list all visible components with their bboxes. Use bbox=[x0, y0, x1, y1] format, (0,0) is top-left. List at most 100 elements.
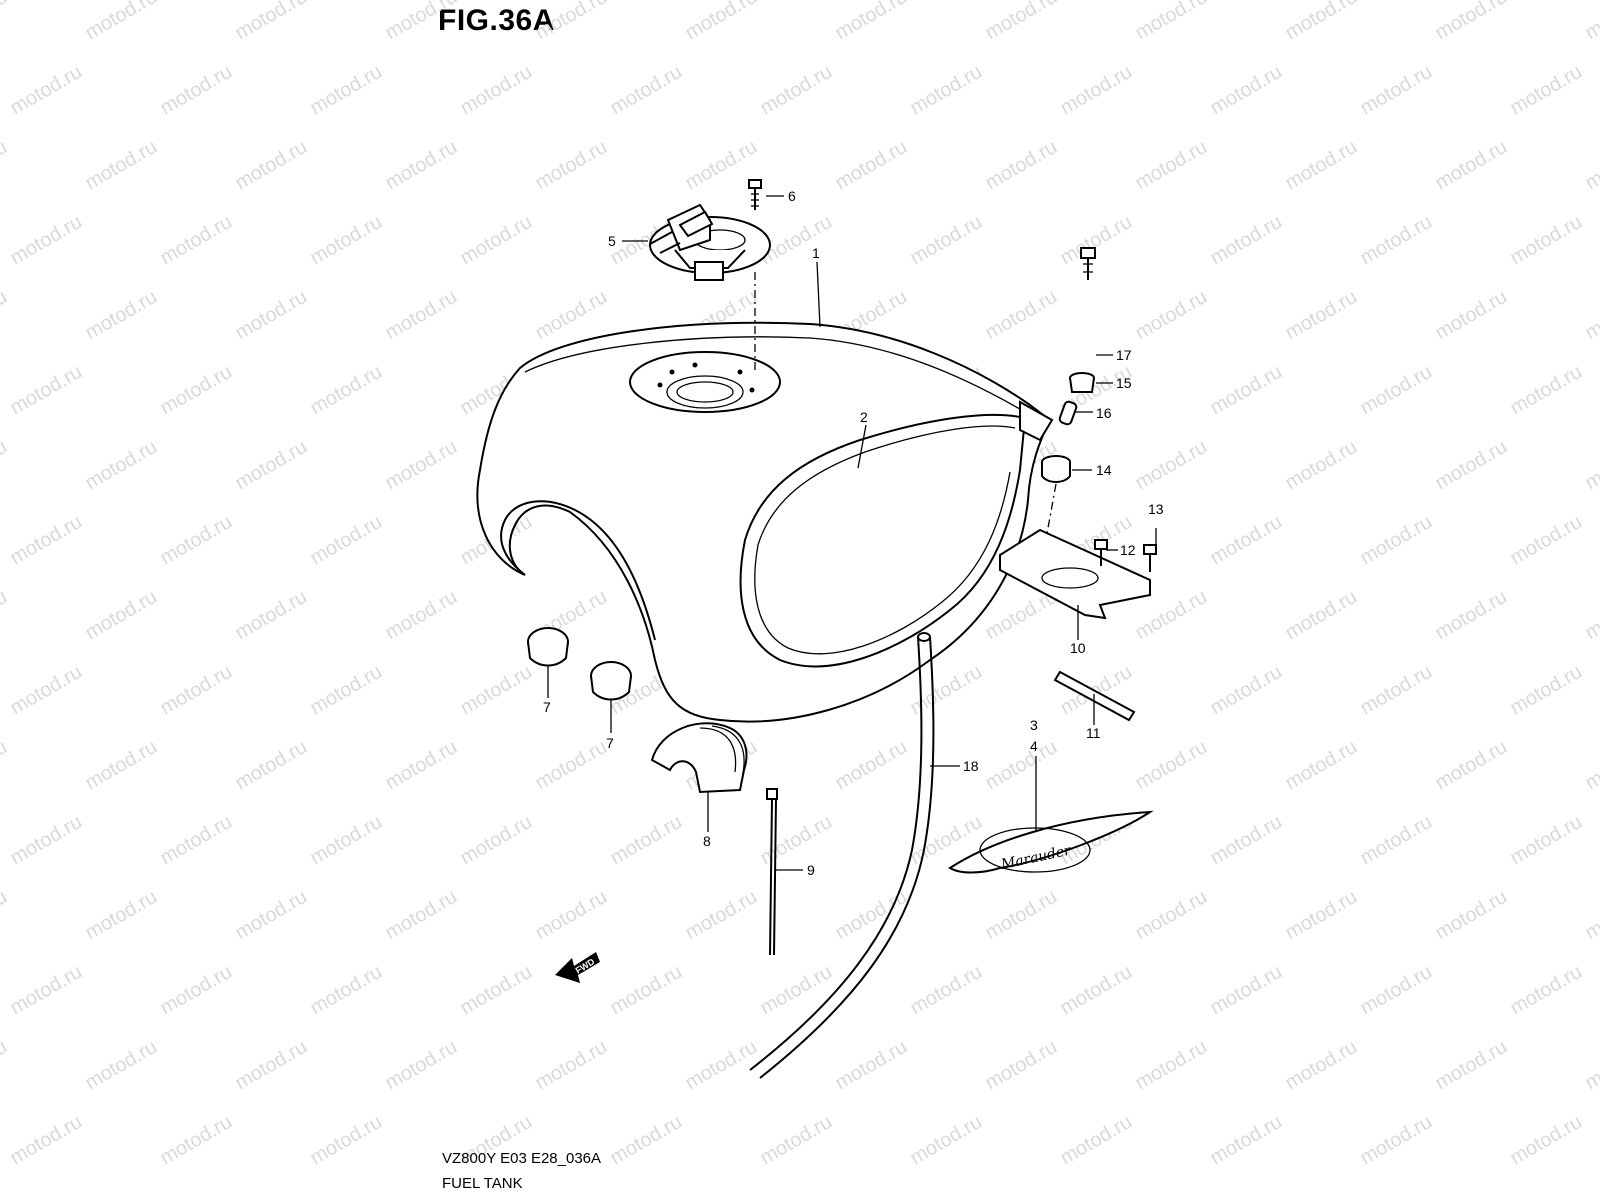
watermark-text: motod.ru bbox=[532, 736, 611, 795]
watermark-text: motod.ru bbox=[1432, 436, 1511, 495]
watermark-text: motod.ru bbox=[457, 811, 536, 870]
watermark-text: motod.ru bbox=[1357, 511, 1436, 570]
watermark-text: motod.ru bbox=[532, 286, 611, 345]
callouts: 1 2 3 4 5 6 7 7 8 9 10 11 12 13 14 15 16… bbox=[543, 188, 1164, 878]
watermark-text: motod.ru bbox=[907, 1111, 986, 1170]
watermark-text: motod.ru bbox=[682, 1036, 761, 1095]
watermark-text: motod.ru bbox=[757, 961, 836, 1020]
watermark-text: motod.ru bbox=[1057, 211, 1136, 270]
watermark-text: motod.ru bbox=[457, 961, 536, 1020]
callout-6: 6 bbox=[788, 188, 796, 204]
watermark-text: motod.ru bbox=[382, 136, 461, 195]
callout-5: 5 bbox=[608, 233, 616, 249]
watermark-text: motod.ru bbox=[0, 286, 11, 345]
watermark-text: motod.ru bbox=[82, 0, 161, 44]
watermark-text: motod.ru bbox=[7, 811, 86, 870]
watermark-text: motod.ru bbox=[532, 0, 611, 44]
callout-4: 4 bbox=[1030, 738, 1038, 754]
watermark-text: motod.ru bbox=[157, 511, 236, 570]
watermark-text: motod.ru bbox=[1207, 211, 1286, 270]
watermark-text: motod.ru bbox=[1507, 1111, 1586, 1170]
watermark-text: motod.ru bbox=[1282, 0, 1361, 44]
watermark-text: motod.ru bbox=[682, 886, 761, 945]
watermark-text: motod.ru bbox=[82, 286, 161, 345]
watermark-text: motod.ru bbox=[157, 361, 236, 420]
watermark-text: motod.ru bbox=[832, 736, 911, 795]
watermark-text: motod.ru bbox=[1507, 511, 1586, 570]
watermark-text: motod.ru bbox=[1432, 0, 1511, 44]
callout-3: 3 bbox=[1030, 717, 1038, 733]
watermark-text: motod.ru bbox=[0, 136, 11, 195]
watermark-text: motod.ru bbox=[232, 586, 311, 645]
watermark-text: motod.ru bbox=[457, 211, 536, 270]
watermark-text: motod.ru bbox=[7, 661, 86, 720]
watermark-text: motod.ru bbox=[1132, 1036, 1211, 1095]
watermark-text: motod.ru bbox=[307, 61, 386, 120]
callout-7b: 7 bbox=[606, 735, 614, 751]
rear-bracket bbox=[999, 528, 1151, 620]
callout-8: 8 bbox=[703, 833, 711, 849]
watermark-text: motod.ru bbox=[0, 886, 11, 945]
cap-screw bbox=[748, 179, 762, 210]
watermark-text: motod.ru bbox=[82, 136, 161, 195]
watermark-text: motod.ru bbox=[1282, 1036, 1361, 1095]
watermark-text: motod.ru bbox=[1582, 886, 1600, 945]
callout-16: 16 bbox=[1096, 405, 1112, 421]
watermark-text: motod.ru bbox=[1282, 286, 1361, 345]
rubber-mount bbox=[1041, 455, 1071, 483]
watermark-text: motod.ru bbox=[532, 886, 611, 945]
watermark-text: motod.ru bbox=[1582, 136, 1600, 195]
watermark-text: motod.ru bbox=[382, 286, 461, 345]
leader-lines bbox=[547, 195, 1157, 871]
watermark-text: motod.ru bbox=[1357, 811, 1436, 870]
watermark-text: motod.ru bbox=[1507, 61, 1586, 120]
watermark-text: motod.ru bbox=[1582, 586, 1600, 645]
watermark-text: motod.ru bbox=[7, 511, 86, 570]
watermark-text: motod.ru bbox=[232, 286, 311, 345]
figure-title: FIG.36A bbox=[438, 4, 555, 37]
watermark-text: motod.ru bbox=[7, 361, 86, 420]
watermark-text: motod.ru bbox=[832, 1036, 911, 1095]
watermark-text: motod.ru bbox=[1432, 586, 1511, 645]
watermark-text: motod.ru bbox=[607, 961, 686, 1020]
watermark-text: motod.ru bbox=[157, 961, 236, 1020]
watermark-text: motod.ru bbox=[157, 61, 236, 120]
cable-clamp bbox=[766, 788, 778, 956]
rubber-cushion bbox=[527, 627, 569, 667]
seat-cushion bbox=[650, 722, 748, 794]
watermark-text: motod.ru bbox=[832, 136, 911, 195]
watermark-text: motod.ru bbox=[982, 886, 1061, 945]
watermark-text: motod.ru bbox=[0, 586, 11, 645]
watermark-text: motod.ru bbox=[457, 61, 536, 120]
callout-17: 17 bbox=[1116, 347, 1132, 363]
watermark-text: motod.ru bbox=[307, 511, 386, 570]
fwd-arrow-icon: FWD bbox=[555, 952, 600, 983]
watermark-text: motod.ru bbox=[1582, 436, 1600, 495]
watermark-text: motod.ru bbox=[232, 736, 311, 795]
watermark-text: motod.ru bbox=[1132, 136, 1211, 195]
watermark-text: motod.ru bbox=[1432, 886, 1511, 945]
callout-10: 10 bbox=[1070, 640, 1086, 656]
watermark-text: motod.ru bbox=[982, 736, 1061, 795]
watermark-text: motod.ru bbox=[157, 811, 236, 870]
watermark-text: motod.ru bbox=[682, 0, 761, 44]
watermark-text: motod.ru bbox=[607, 61, 686, 120]
watermark-text: motod.ru bbox=[232, 436, 311, 495]
watermark-text: motod.ru bbox=[1207, 511, 1286, 570]
watermark-text: motod.ru bbox=[1507, 361, 1586, 420]
callout-2: 2 bbox=[860, 409, 868, 425]
watermark-text: motod.ru bbox=[1582, 0, 1600, 44]
watermark-text: motod.ru bbox=[1357, 211, 1436, 270]
watermark-text: motod.ru bbox=[607, 811, 686, 870]
watermark-text: motod.ru bbox=[1132, 886, 1211, 945]
watermark-text: motod.ru bbox=[457, 661, 536, 720]
watermark-text: motod.ru bbox=[1282, 736, 1361, 795]
watermark-text: motod.ru bbox=[1207, 1111, 1286, 1170]
callout-13: 13 bbox=[1148, 501, 1164, 517]
watermark-text: motod.ru bbox=[7, 211, 86, 270]
watermark-text: motod.ru bbox=[232, 886, 311, 945]
watermark-text: motod.ru bbox=[82, 886, 161, 945]
watermark-text: motod.ru bbox=[157, 661, 236, 720]
watermark-text: motod.ru bbox=[1282, 136, 1361, 195]
emblem: Marauder bbox=[948, 810, 1154, 874]
